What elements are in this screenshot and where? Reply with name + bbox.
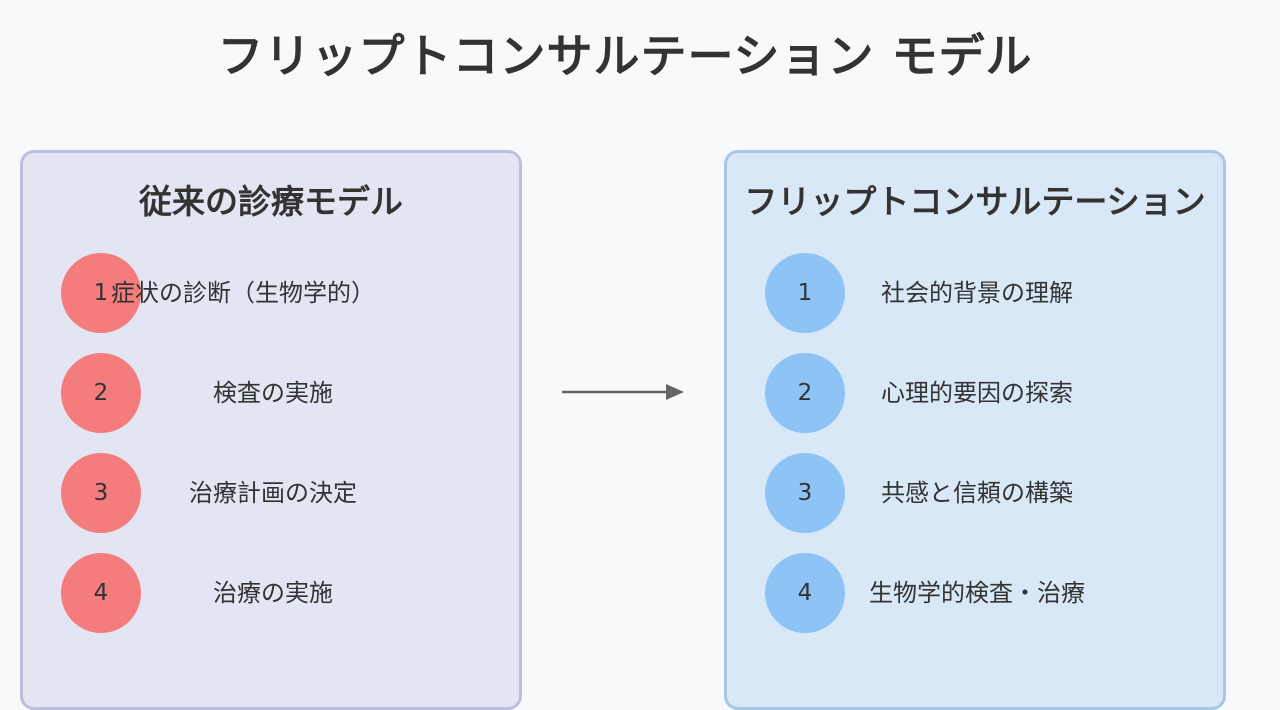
flipped-consultation-panel: フリップトコンサルテーション 1 社会的背景の理解 2 心理的要因の探索 3 共… bbox=[724, 150, 1226, 710]
step-circle bbox=[765, 353, 845, 433]
step-circle bbox=[765, 253, 845, 333]
step-number: 2 bbox=[93, 380, 109, 406]
right-arrow-icon bbox=[562, 384, 684, 400]
traditional-step-3: 3 治療計画の決定 bbox=[23, 453, 519, 533]
step-label: 治療計画の決定 bbox=[189, 479, 357, 507]
flipped-step-3: 3 共感と信頼の構築 bbox=[727, 453, 1223, 533]
step-number: 4 bbox=[797, 580, 813, 606]
page-title: フリップトコンサルテーション モデル bbox=[217, 29, 1033, 83]
flipped-consultation-title: フリップトコンサルテーション bbox=[744, 182, 1206, 221]
step-number: 2 bbox=[797, 380, 813, 406]
step-label: 症状の診断（生物学的） bbox=[111, 279, 375, 307]
traditional-model-title: 従来の診療モデル bbox=[139, 182, 403, 221]
step-circle bbox=[61, 453, 141, 533]
step-label: 治療の実施 bbox=[213, 579, 333, 607]
step-number: 3 bbox=[797, 480, 813, 506]
step-number: 3 bbox=[93, 480, 109, 506]
step-label: 生物学的検査・治療 bbox=[869, 579, 1085, 607]
step-number: 1 bbox=[797, 280, 813, 306]
step-label: 社会的背景の理解 bbox=[881, 279, 1073, 307]
traditional-step-4: 4 治療の実施 bbox=[23, 553, 519, 633]
step-circle bbox=[765, 453, 845, 533]
traditional-model-panel: 従来の診療モデル 1 症状の診断（生物学的） 2 検査の実施 3 治療計画の決定… bbox=[20, 150, 522, 710]
step-circle bbox=[61, 253, 141, 333]
traditional-step-2: 2 検査の実施 bbox=[23, 353, 519, 433]
step-circle bbox=[765, 553, 845, 633]
step-label: 共感と信頼の構築 bbox=[881, 479, 1073, 507]
traditional-step-1: 1 症状の診断（生物学的） bbox=[23, 253, 519, 333]
flipped-step-4: 4 生物学的検査・治療 bbox=[727, 553, 1223, 633]
step-number: 4 bbox=[93, 580, 109, 606]
step-label: 心理的要因の探索 bbox=[881, 379, 1073, 407]
flipped-step-1: 1 社会的背景の理解 bbox=[727, 253, 1223, 333]
flipped-step-2: 2 心理的要因の探索 bbox=[727, 353, 1223, 433]
step-label: 検査の実施 bbox=[213, 379, 333, 407]
step-circle bbox=[61, 553, 141, 633]
step-circle bbox=[61, 353, 141, 433]
step-number: 1 bbox=[93, 280, 109, 306]
